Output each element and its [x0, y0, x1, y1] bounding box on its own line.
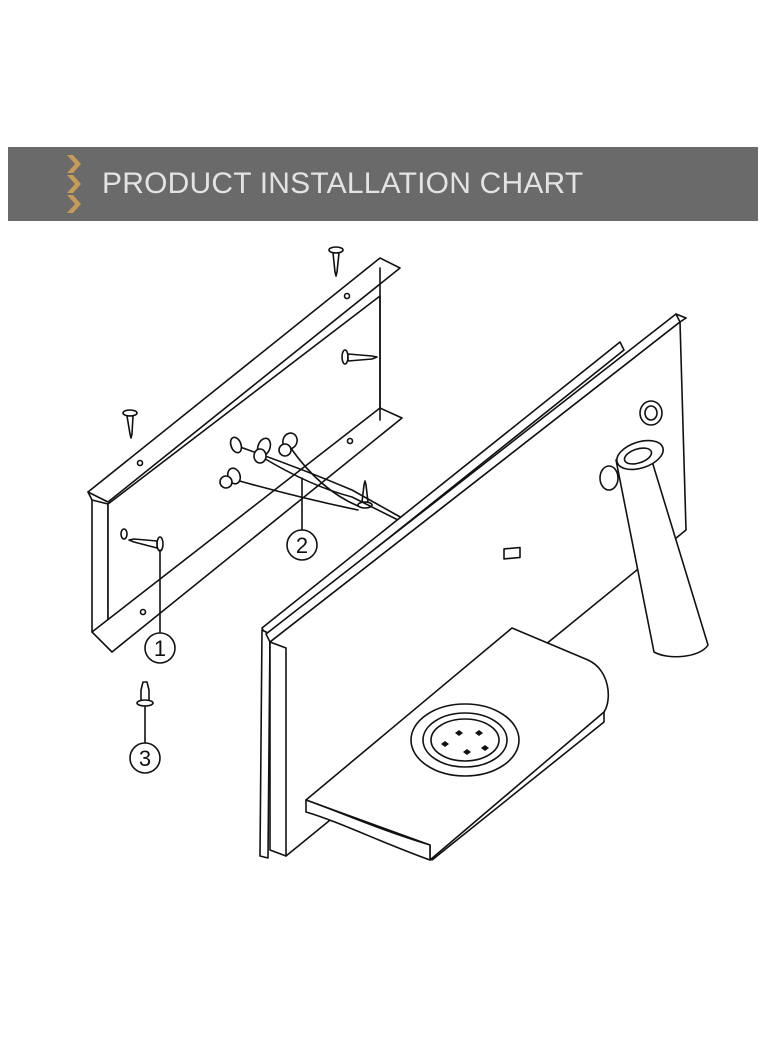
callout-3-label: 3 [139, 746, 151, 771]
callout-2-label: 2 [296, 533, 308, 558]
wall-bracket [87, 257, 403, 653]
usb-port-icon [503, 546, 521, 560]
shelf [305, 627, 610, 861]
mounting-screw [128, 536, 164, 552]
title-banner: PRODUCT INSTALLATION CHART [8, 147, 758, 221]
chevron-stripes-icon [67, 155, 81, 213]
callout-2-circle [286, 529, 318, 561]
callout-1-label: 1 [154, 636, 166, 661]
banner-title: PRODUCT INSTALLATION CHART [102, 167, 584, 200]
bracket-screw [122, 409, 138, 439]
callout-3-circle [129, 742, 161, 774]
headboard-panel [259, 313, 687, 859]
reading-lamp [599, 439, 709, 658]
bracket-screw [341, 349, 378, 365]
bracket-screw [328, 246, 344, 277]
callout-1-circle [144, 632, 176, 664]
wire-connectors [219, 432, 403, 521]
base-screw [136, 681, 154, 744]
